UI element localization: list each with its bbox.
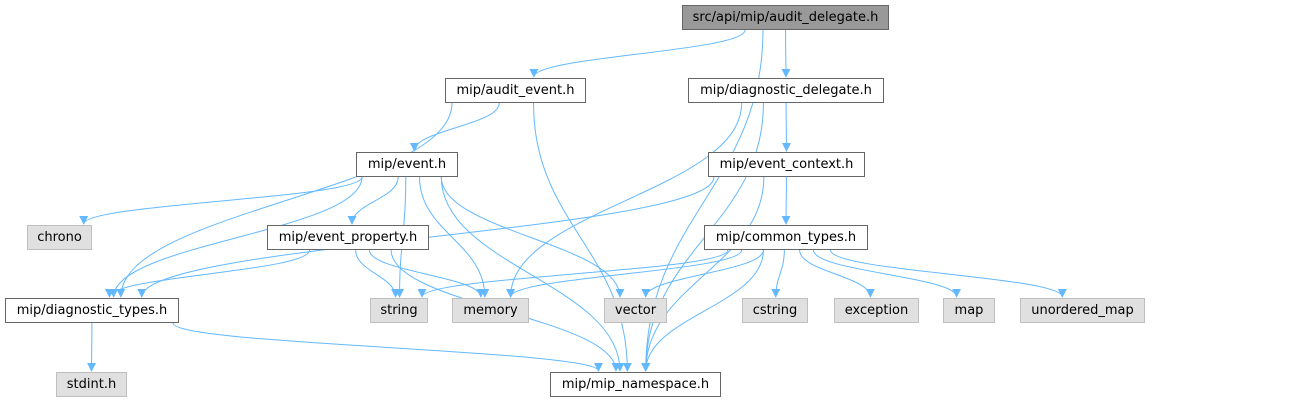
edge-common_types-to-map bbox=[812, 249, 961, 298]
node-common-types[interactable]: mip/common_types.h bbox=[704, 225, 868, 250]
edge-event_context-to-mip_namespace bbox=[641, 176, 765, 372]
node-root-audit-delegate[interactable]: src/api/mip/audit_delegate.h bbox=[682, 5, 889, 30]
node-audit-event[interactable]: mip/audit_event.h bbox=[445, 78, 586, 103]
node-cstring: cstring bbox=[742, 298, 808, 323]
node-event-property[interactable]: mip/event_property.h bbox=[267, 225, 429, 250]
node-chrono: chrono bbox=[27, 225, 92, 250]
edge-common_types-to-cstring bbox=[771, 249, 785, 298]
node-vector: vector bbox=[604, 298, 667, 323]
edge-common_types-to-mip_namespace bbox=[641, 249, 764, 372]
edge-common_types-to-memory bbox=[506, 249, 743, 298]
edge-diagnostic_delegate-to-memory bbox=[506, 102, 743, 298]
edge-event_property-to-string bbox=[355, 249, 401, 298]
edge-event_property-to-memory bbox=[368, 249, 486, 298]
edge-event-to-mip_namespace bbox=[440, 176, 625, 372]
edge-event-to-diagnostic_types bbox=[109, 176, 363, 298]
edge-event_property-to-diagnostic_types bbox=[104, 249, 311, 298]
node-stdint: stdint.h bbox=[56, 372, 127, 397]
node-mip-namespace[interactable]: mip/mip_namespace.h bbox=[550, 372, 721, 397]
edge-common_types-to-exception bbox=[799, 249, 875, 298]
node-map: map bbox=[943, 298, 995, 323]
node-event[interactable]: mip/event.h bbox=[356, 152, 458, 177]
node-memory: memory bbox=[452, 298, 529, 323]
edge-event-to-event_property bbox=[347, 176, 399, 225]
edge-audit_event-to-event bbox=[409, 102, 500, 152]
edge-event-to-chrono bbox=[79, 176, 363, 225]
edge-diagnostic_types-to-mip_namespace bbox=[172, 322, 603, 372]
edge-common_types-to-string bbox=[417, 249, 729, 298]
edge-audit_event-to-diagnostic_types bbox=[116, 102, 453, 298]
edge-common_types-to-vector bbox=[641, 249, 764, 298]
node-unordered-map: unordered_map bbox=[1020, 298, 1145, 323]
edge-event-to-memory bbox=[419, 176, 490, 298]
node-exception: exception bbox=[834, 298, 919, 323]
node-diagnostic-types[interactable]: mip/diagnostic_types.h bbox=[5, 298, 179, 323]
node-diagnostic-delegate[interactable]: mip/diagnostic_delegate.h bbox=[688, 78, 884, 103]
edge-root-to-audit_event bbox=[529, 29, 746, 78]
edge-common_types-to-unordered_map bbox=[829, 249, 1067, 298]
edge-audit_event-to-mip_namespace bbox=[533, 102, 632, 372]
edge-event-to-vector bbox=[440, 176, 625, 298]
node-event-context[interactable]: mip/event_context.h bbox=[708, 152, 865, 177]
node-string: string bbox=[370, 298, 428, 323]
